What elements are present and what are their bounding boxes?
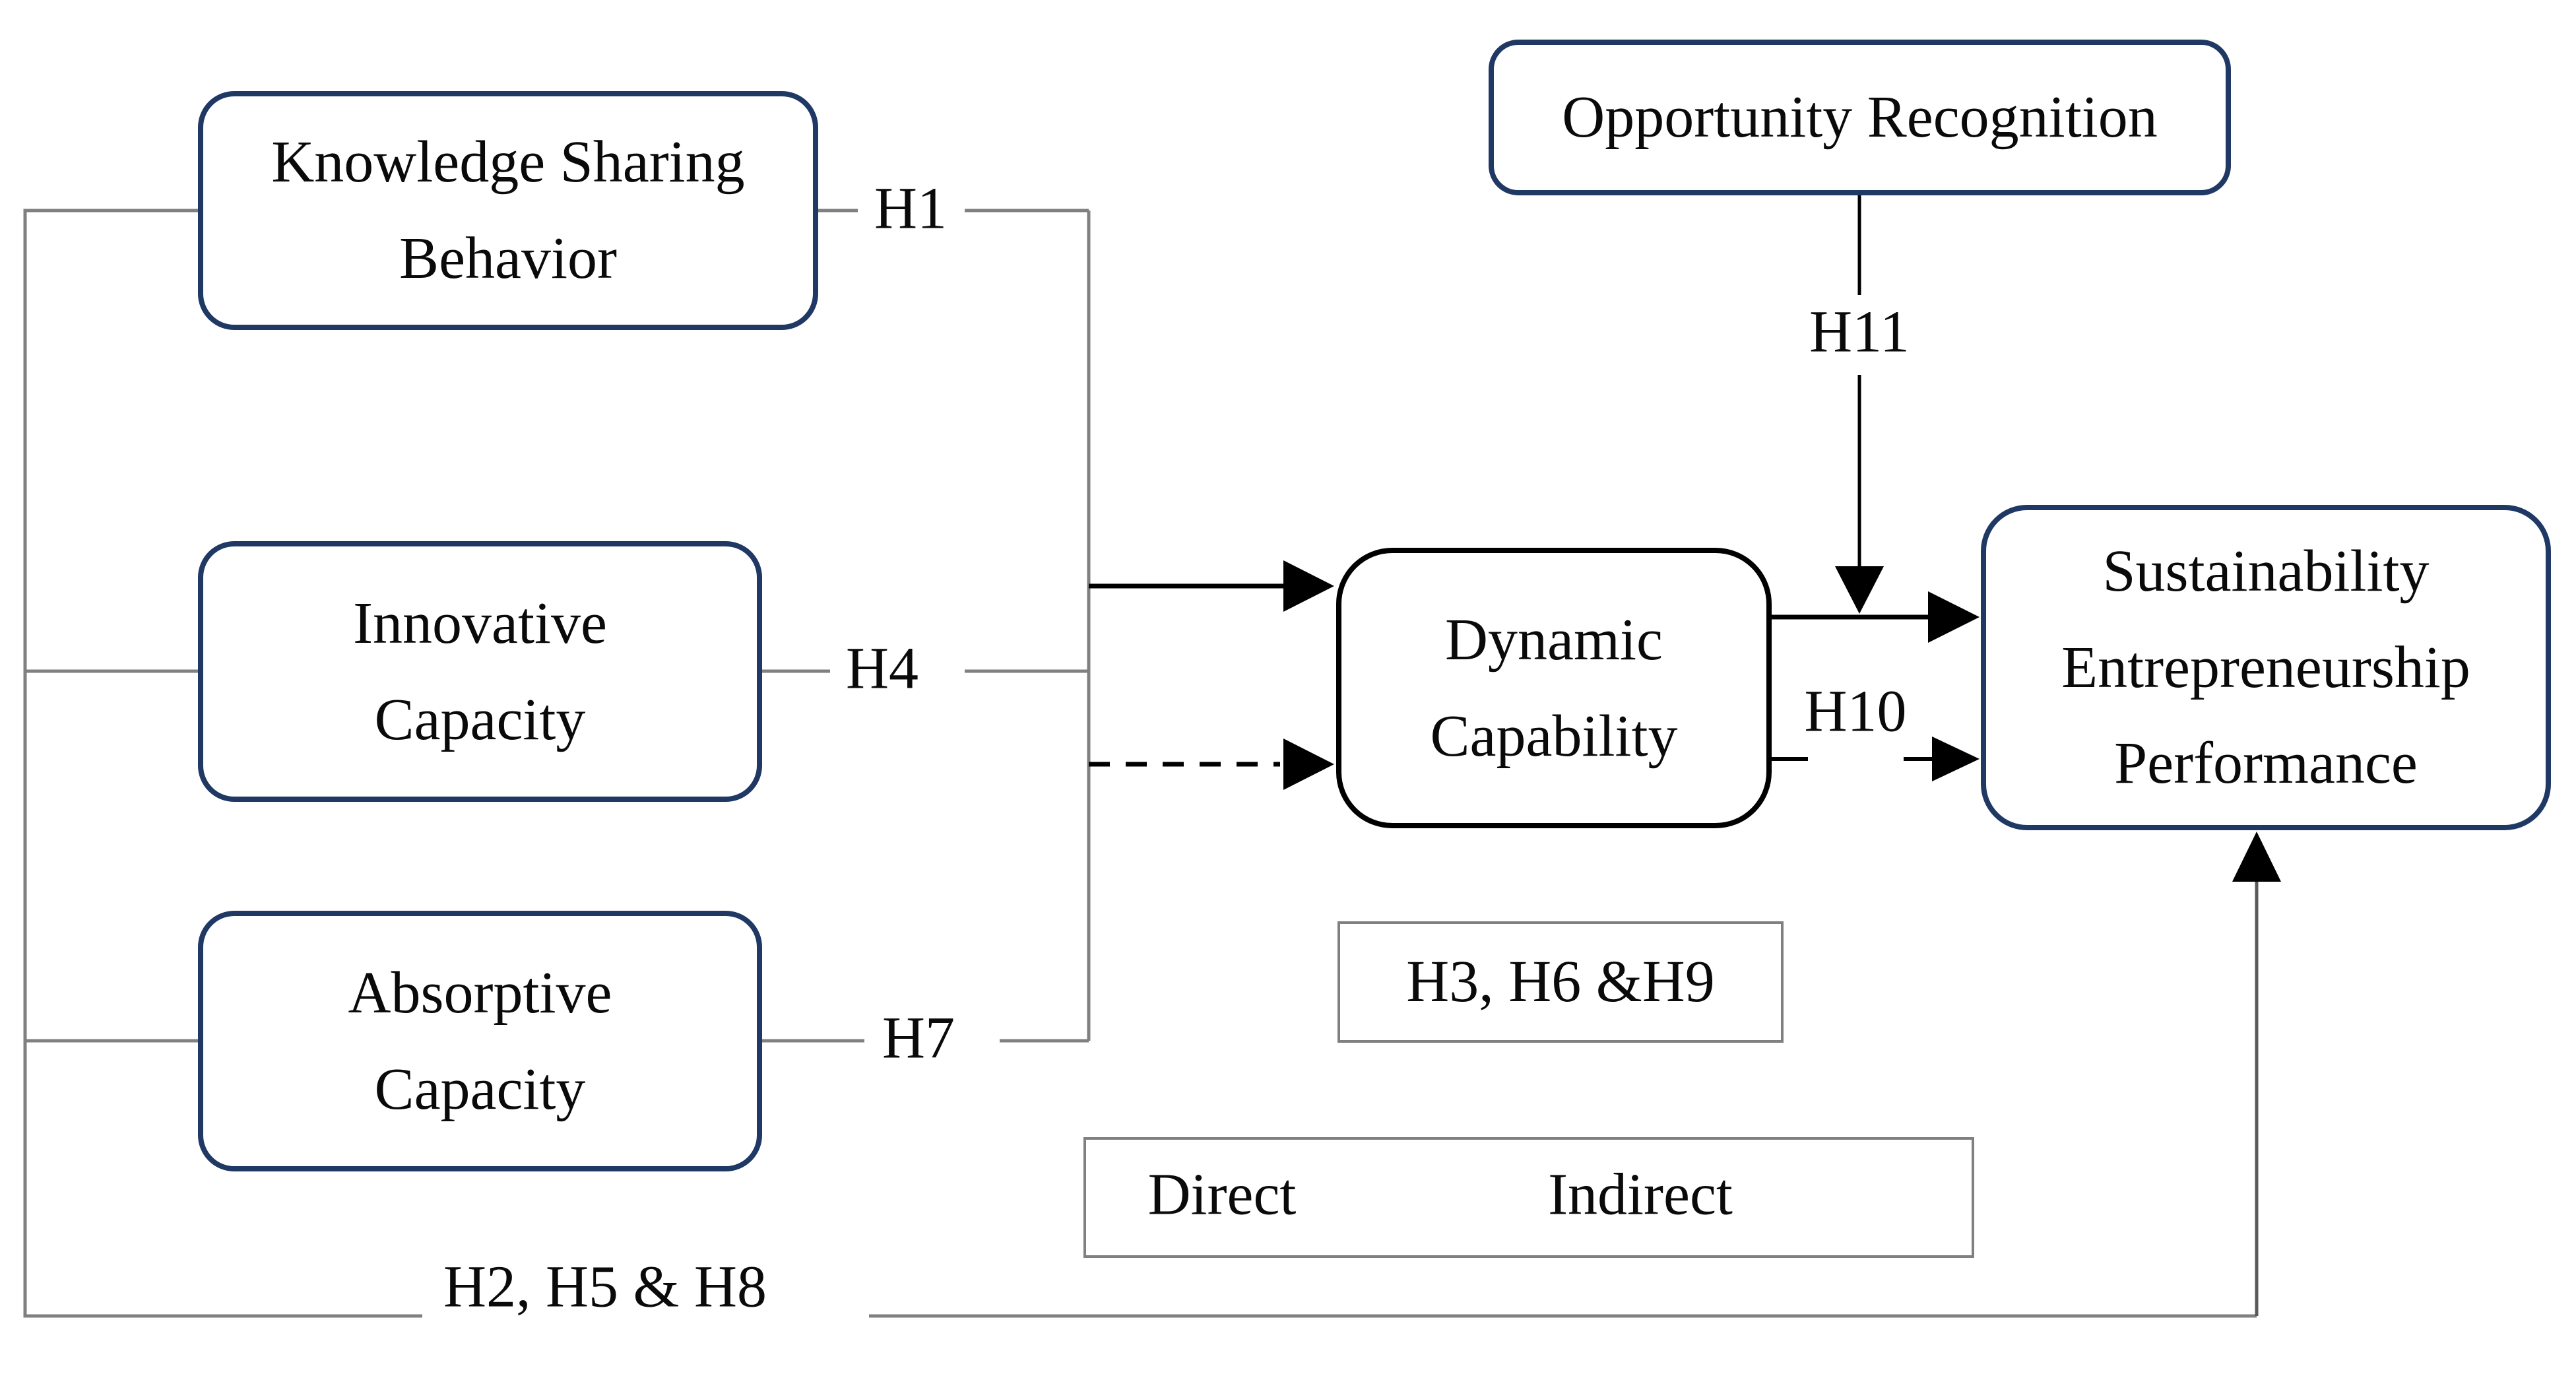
dynamic-to-performance-lower-arrowhead: [1932, 737, 1980, 781]
indirect-arrowhead: [1283, 738, 1334, 790]
label-h7: H7: [882, 1005, 955, 1071]
node-dynamic-capability: Dynamic Capability: [1336, 548, 1772, 828]
node-sustainability-entrepreneurship-performance: Sustainability Entrepreneurship Performa…: [1981, 505, 2551, 830]
label-h2-h5-h8: H2, H5 & H8: [443, 1254, 767, 1320]
label-h10: H10: [1804, 678, 1907, 744]
label-h4: H4: [846, 636, 918, 702]
dynamic-to-performance-upper-arrowhead: [1928, 591, 1980, 643]
node-absorptive-capacity: Absorptive Capacity: [198, 911, 762, 1171]
label-h1: H1: [874, 176, 947, 242]
h11-arrowhead: [1835, 566, 1884, 614]
mediation-hypotheses-box: H3, H6 &H9: [1337, 921, 1784, 1043]
legend-indirect-label: Indirect: [1548, 1162, 1733, 1228]
direct-arrowhead: [1283, 560, 1334, 612]
node-knowledge-sharing-behavior: Knowledge Sharing Behavior: [198, 91, 818, 330]
legend-direct-label: Direct: [1147, 1162, 1297, 1228]
node-innovative-capacity: Innovative Capacity: [198, 541, 762, 802]
label-h11: H11: [1809, 299, 1910, 365]
left-bus-line: [23, 209, 422, 1318]
legend-box: [1083, 1137, 1974, 1258]
node-opportunity-recognition: Opportunity Recognition: [1489, 40, 2231, 195]
arrowhead-into-sustainability-bottom: [2232, 832, 2281, 882]
